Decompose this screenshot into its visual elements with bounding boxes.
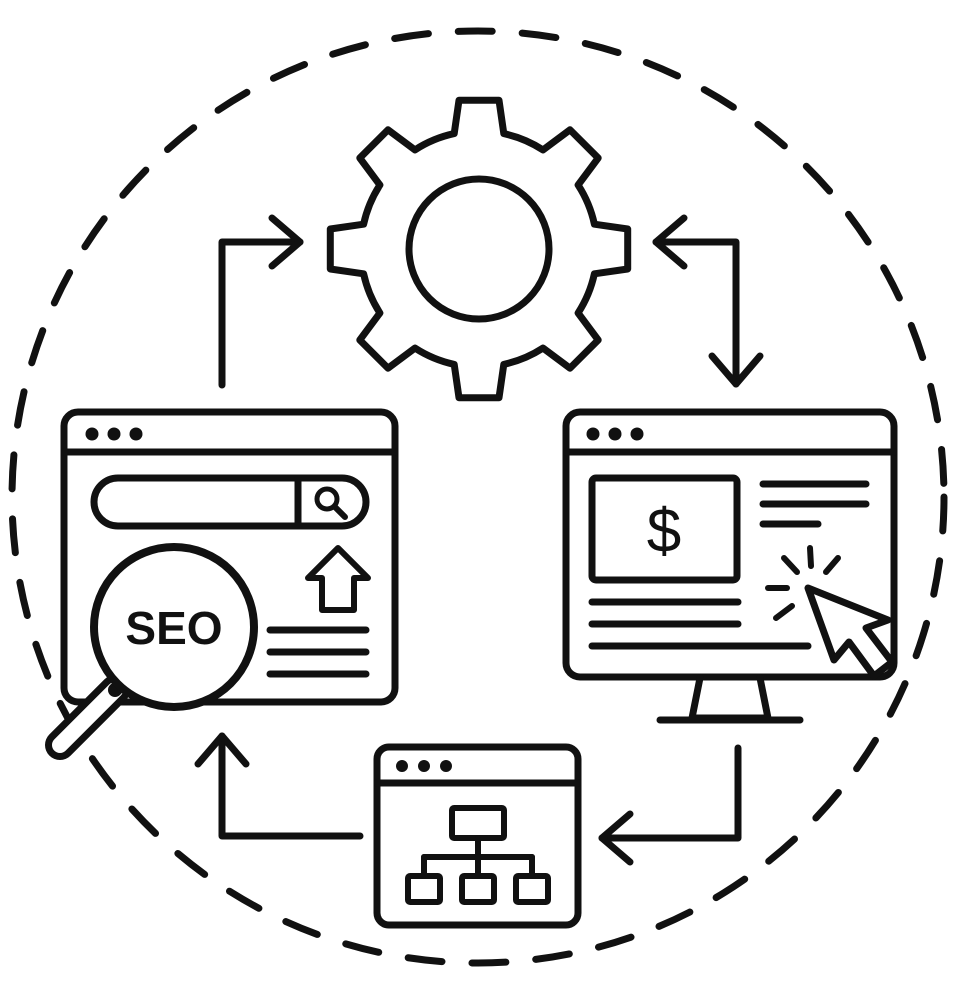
sitemap-icon: [405, 805, 551, 905]
window-dot: [107, 427, 121, 441]
sales-monitor: $: [562, 408, 898, 724]
gear-icon: [326, 96, 632, 402]
dollar-icon: $: [647, 497, 681, 566]
arrow-up-icon: [305, 545, 371, 613]
dashed-circle-border: [8, 27, 948, 967]
gear-outline: [326, 96, 632, 402]
cursor-click-icon: [765, 545, 896, 680]
search-bar: [90, 474, 370, 530]
search-icon: [314, 486, 348, 520]
magnifier-icon: SEO: [45, 543, 258, 760]
window-dot: [85, 427, 99, 441]
seo-search-browser: [60, 408, 399, 706]
gear-inner-ring: [405, 175, 553, 323]
arrow-gear-to-monitor: [652, 214, 764, 388]
window-dot: [586, 427, 600, 441]
arrow-sitemap-to-seo: [194, 732, 364, 840]
window-dot: [440, 760, 452, 772]
arrow-monitor-to-sitemap: [598, 744, 742, 866]
window-dot: [418, 760, 430, 772]
arrow-seo-to-gear: [218, 214, 304, 389]
sitemap-browser: [373, 743, 582, 929]
window-dot: [630, 427, 644, 441]
window-dot: [608, 427, 622, 441]
window-dot: [396, 760, 408, 772]
window-dot: [129, 427, 143, 441]
seo-label: SEO: [125, 602, 222, 654]
